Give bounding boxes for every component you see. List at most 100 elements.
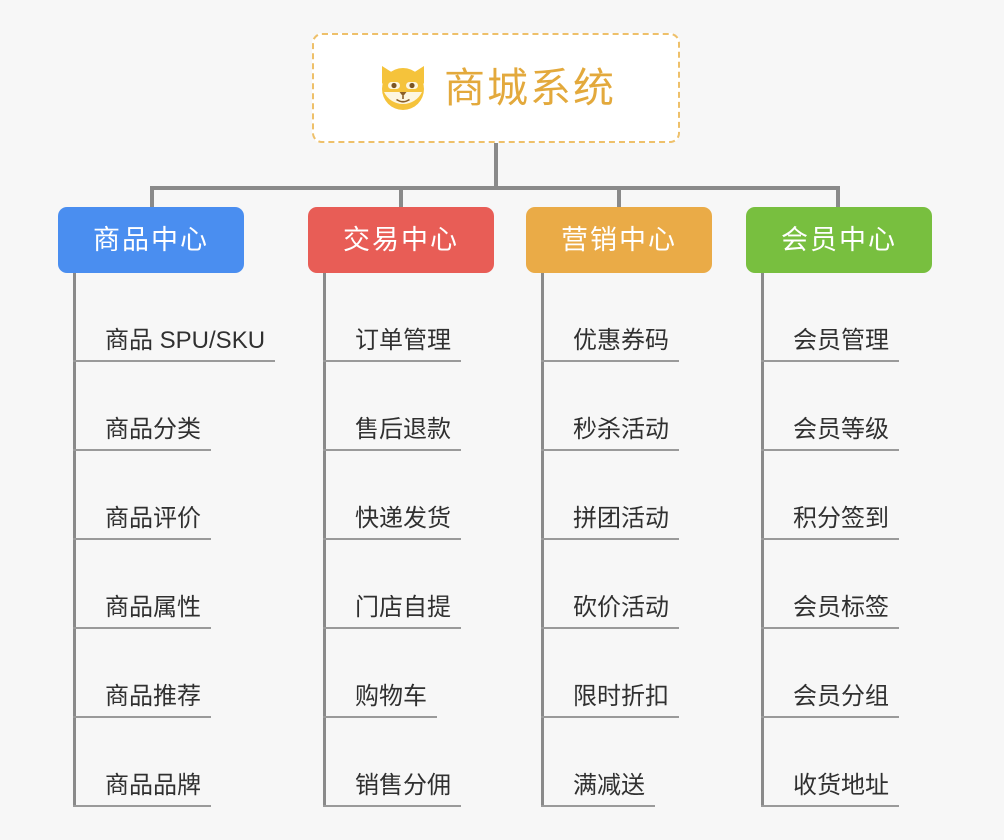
branch-header-label: 交易中心 [343,224,459,255]
leaf-label: 商品 SPU/SKU [105,327,266,354]
leaf-underline [323,538,461,540]
connector-drop-0 [150,186,154,208]
branch-header-label: 商品中心 [93,224,209,255]
leaf-item[interactable]: 会员管理 [761,273,899,362]
leaf-item[interactable]: 优惠券码 [541,273,679,362]
leaf-underline [761,360,899,362]
leaf-underline [323,360,461,362]
leaf-item[interactable]: 满减送 [541,718,669,807]
leaf-underline [761,627,899,629]
leaf-label: 商品品牌 [105,772,201,799]
root-title: 商城系统 [444,64,616,111]
branch-column-0: 商品中心 商品 SPU/SKU 商品分类 商品评价 商品属性 商品推荐 [58,207,275,807]
leaf-item[interactable]: 砍价活动 [541,540,679,629]
leaf-underline [761,449,899,451]
dog-face-icon [376,62,430,114]
leaf-underline [73,538,211,540]
branch-header-1[interactable]: 交易中心 [308,207,494,273]
leaf-label: 限时折扣 [573,683,669,710]
connector-horizontal-bus [150,186,840,190]
branch-column-1: 交易中心 订单管理 售后退款 快递发货 门店自提 购物车 [308,207,494,807]
leaf-list-2: 优惠券码 秒杀活动 拼团活动 砍价活动 限时折扣 满减送 [541,273,679,807]
leaf-label: 商品分类 [105,416,201,443]
leaf-label: 快递发货 [355,505,451,532]
leaf-item[interactable]: 收货地址 [761,718,899,807]
leaf-item[interactable]: 门店自提 [323,540,461,629]
branch-trunk-2 [541,273,544,807]
leaf-item[interactable]: 拼团活动 [541,451,679,540]
leaf-underline [541,716,679,718]
leaf-label: 商品属性 [105,594,201,621]
branch-header-3[interactable]: 会员中心 [746,207,932,273]
leaf-underline [323,627,461,629]
root-node[interactable]: 商城系统 [312,33,680,143]
leaf-item[interactable]: 限时折扣 [541,629,679,718]
leaf-item[interactable]: 会员分组 [761,629,899,718]
connector-drop-1 [399,186,403,208]
leaf-label: 拼团活动 [573,505,669,532]
leaf-underline [323,716,437,718]
leaf-underline [541,538,679,540]
connector-drop-3 [836,186,840,208]
leaf-underline [541,805,655,807]
leaf-underline [73,716,211,718]
branch-trunk-3 [761,273,764,807]
leaf-label: 优惠券码 [573,327,669,354]
leaf-label: 满减送 [573,772,645,799]
leaf-list-0: 商品 SPU/SKU 商品分类 商品评价 商品属性 商品推荐 商品品牌 [73,273,275,807]
leaf-underline [73,805,211,807]
leaf-label: 砍价活动 [573,594,669,621]
leaf-item[interactable]: 商品 SPU/SKU [73,273,275,362]
leaf-underline [73,360,275,362]
branch-trunk-0 [73,273,76,807]
leaf-item[interactable]: 购物车 [323,629,451,718]
leaf-list-1: 订单管理 售后退款 快递发货 门店自提 购物车 销售分佣 [323,273,461,807]
leaf-label: 门店自提 [355,594,451,621]
leaf-item[interactable]: 商品推荐 [73,629,265,718]
leaf-item[interactable]: 销售分佣 [323,718,461,807]
leaf-underline [761,538,899,540]
leaf-underline [541,449,679,451]
leaf-item[interactable]: 商品属性 [73,540,265,629]
leaf-item[interactable]: 商品评价 [73,451,265,540]
connector-root-stem [494,143,498,189]
leaf-underline [73,449,211,451]
leaf-underline [73,627,211,629]
leaf-underline [323,449,461,451]
leaf-item[interactable]: 会员标签 [761,540,899,629]
leaf-label: 商品推荐 [105,683,201,710]
leaf-label: 会员管理 [793,327,889,354]
leaf-underline [761,805,899,807]
leaf-label: 售后退款 [355,416,451,443]
leaf-item[interactable]: 商品分类 [73,362,265,451]
leaf-item[interactable]: 商品品牌 [73,718,265,807]
connector-drop-2 [617,186,621,208]
branch-header-2[interactable]: 营销中心 [526,207,712,273]
leaf-item[interactable]: 订单管理 [323,273,461,362]
branch-column-2: 营销中心 优惠券码 秒杀活动 拼团活动 砍价活动 限时折扣 [526,207,712,807]
leaf-label: 积分签到 [793,505,889,532]
leaf-item[interactable]: 秒杀活动 [541,362,679,451]
leaf-item[interactable]: 积分签到 [761,451,899,540]
leaf-underline [323,805,461,807]
leaf-underline [541,627,679,629]
leaf-label: 购物车 [355,683,427,710]
leaf-label: 会员分组 [793,683,889,710]
leaf-label: 秒杀活动 [573,416,669,443]
leaf-label: 会员等级 [793,416,889,443]
leaf-item[interactable]: 快递发货 [323,451,461,540]
leaf-label: 会员标签 [793,594,889,621]
leaf-label: 收货地址 [793,772,889,799]
branch-header-0[interactable]: 商品中心 [58,207,244,273]
leaf-item[interactable]: 会员等级 [761,362,899,451]
branch-header-label: 会员中心 [781,224,897,255]
branch-header-label: 营销中心 [561,224,677,255]
branch-trunk-1 [323,273,326,807]
leaf-item[interactable]: 售后退款 [323,362,461,451]
leaf-underline [761,716,899,718]
leaf-label: 订单管理 [355,327,451,354]
leaf-label: 销售分佣 [355,772,451,799]
leaf-list-3: 会员管理 会员等级 积分签到 会员标签 会员分组 收货地址 [761,273,899,807]
leaf-underline [541,360,679,362]
